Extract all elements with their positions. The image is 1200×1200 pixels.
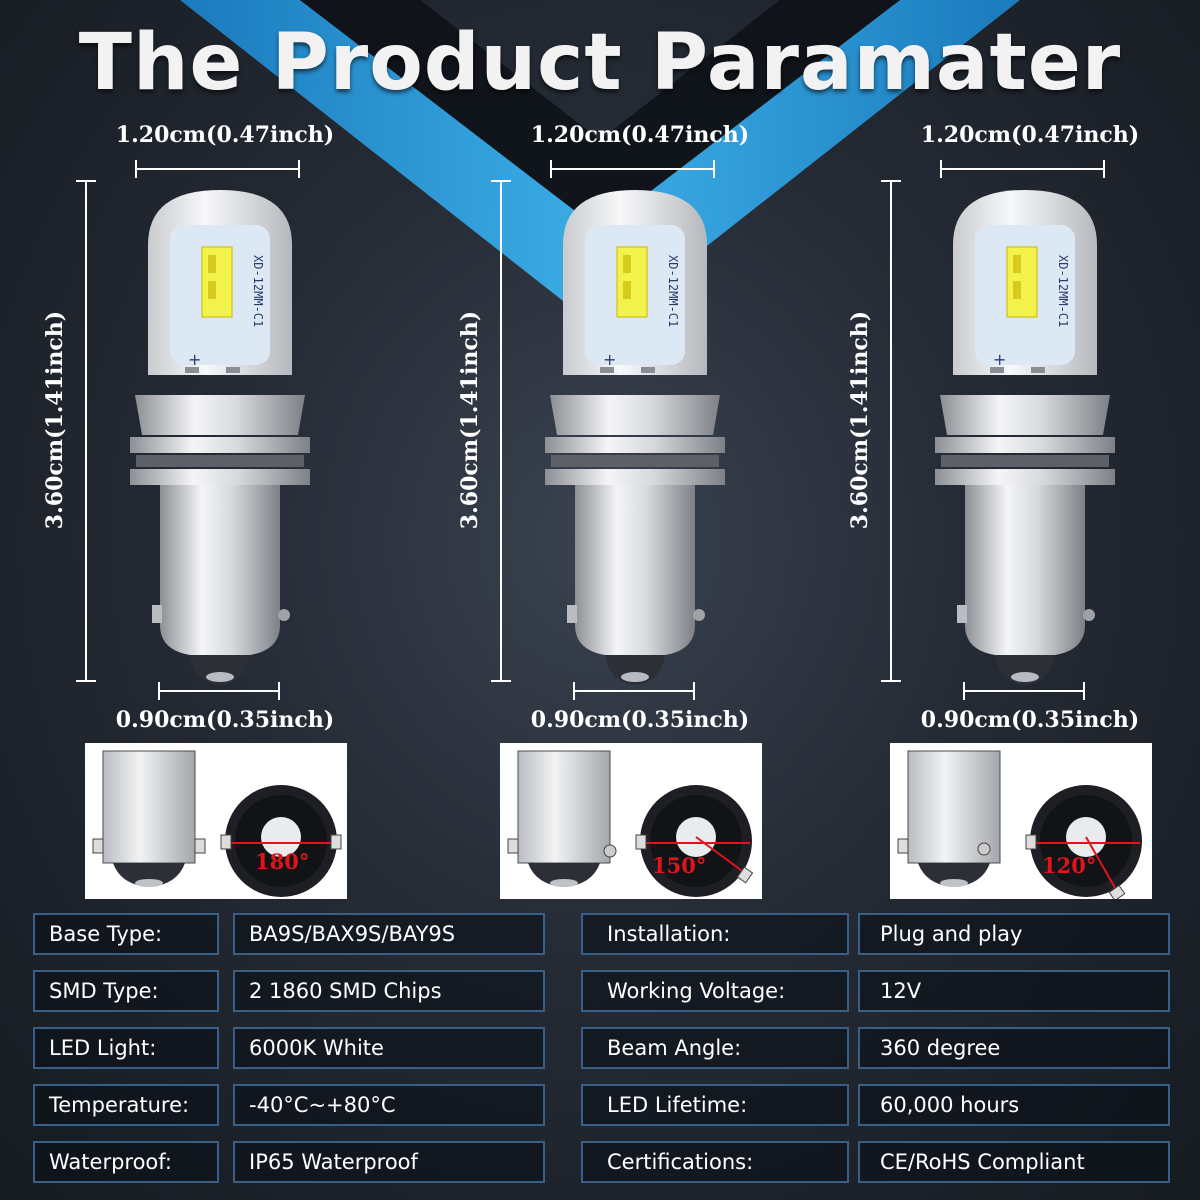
spec-label: LED Lifetime: [581, 1084, 849, 1126]
top-width-line [940, 160, 1105, 178]
spec-label: Beam Angle: [581, 1027, 849, 1069]
spec-value: 2 1860 SMD Chips [233, 970, 545, 1012]
base-diagram-panel: 150° [500, 743, 762, 899]
svg-text:+: + [188, 350, 201, 369]
led-bulb-image: XD-12MM-C1 + [545, 190, 725, 685]
spec-label: SMD Type: [33, 970, 219, 1012]
top-width-label: 1.20cm(0.47inch) [530, 122, 750, 148]
spec-value: 360 degree [858, 1027, 1170, 1069]
spec-label: LED Light: [33, 1027, 219, 1069]
height-line [76, 180, 96, 682]
top-width-label: 1.20cm(0.47inch) [115, 122, 335, 148]
base-width-label: 0.90cm(0.35inch) [920, 707, 1140, 733]
base-diagram-panel: 120° [890, 743, 1152, 902]
base-width-line [573, 682, 695, 700]
chip-label: XD-12MM-C1 [666, 255, 680, 327]
base-width-label: 0.90cm(0.35inch) [530, 707, 750, 733]
spec-value: 12V [858, 970, 1170, 1012]
page-title: The Product Paramater [78, 18, 1122, 108]
angle-label: 150° [652, 853, 707, 878]
spec-label: Certifications: [581, 1141, 849, 1183]
spec-label: Installation: [581, 913, 849, 955]
spec-value: Plug and play [858, 913, 1170, 955]
angle-label: 120° [1042, 853, 1097, 878]
height-line [881, 180, 901, 682]
height-label: 3.60cm(1.41inch) [847, 310, 873, 530]
chip-label: XD-12MM-C1 [251, 255, 265, 327]
top-width-label: 1.20cm(0.47inch) [920, 122, 1140, 148]
chip-label: XD-12MM-C1 [1056, 255, 1070, 327]
spec-value: 60,000 hours [858, 1084, 1170, 1126]
height-label: 3.60cm(1.41inch) [42, 310, 68, 530]
angle-label: 180° [255, 849, 310, 874]
svg-text:+: + [603, 350, 616, 369]
base-width-line [963, 682, 1085, 700]
spec-value: BA9S/BAX9S/BAY9S [233, 913, 545, 955]
spec-value: CE/RoHS Compliant [858, 1141, 1170, 1183]
led-bulb-image: XD-12MM-C1 + [935, 190, 1115, 685]
led-bulb-image: XD-12MM-C1 + [130, 190, 310, 685]
spec-label: Temperature: [33, 1084, 219, 1126]
spec-label: Base Type: [33, 913, 219, 955]
spec-value: 6000K White [233, 1027, 545, 1069]
spec-label: Waterproof: [33, 1141, 219, 1183]
top-width-line [135, 160, 300, 178]
top-width-line [550, 160, 715, 178]
base-diagram-panel: 180° [85, 743, 347, 899]
base-width-label: 0.90cm(0.35inch) [115, 707, 335, 733]
spec-label: Working Voltage: [581, 970, 849, 1012]
base-width-line [158, 682, 280, 700]
svg-text:+: + [993, 350, 1006, 369]
spec-value: -40°C~+80°C [233, 1084, 545, 1126]
height-line [491, 180, 511, 682]
height-label: 3.60cm(1.41inch) [457, 310, 483, 530]
spec-value: IP65 Waterproof [233, 1141, 545, 1183]
